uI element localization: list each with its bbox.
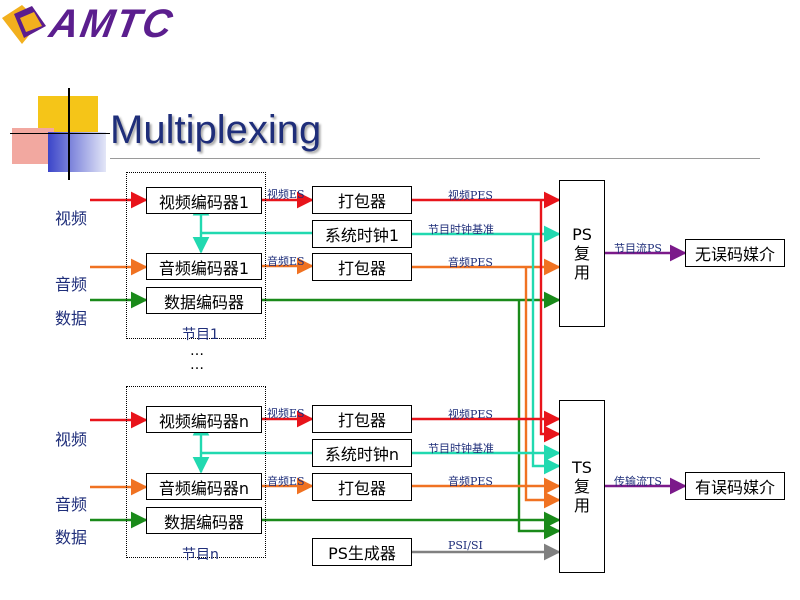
audio-encoder-n: 音频编码器n	[146, 473, 262, 500]
title-deco-pink	[12, 128, 54, 164]
audio-encoder-1: 音频编码器1	[146, 253, 262, 280]
bottom-data-label: 数据	[55, 528, 88, 547]
packer-video-1: 打包器	[312, 186, 412, 214]
bottom-audio-es-label: 音频ES	[267, 475, 305, 488]
top-video-label: 视频	[55, 209, 88, 228]
top-clock-to-ts	[531, 234, 561, 475]
packer-video-n: 打包器	[312, 405, 412, 433]
bottom-video-pes-label: 视频PES	[448, 408, 493, 421]
error-prone-media-box: 有误码媒介	[685, 472, 785, 500]
system-clock-1: 系统时钟1	[312, 220, 412, 248]
title-deco-hline	[10, 133, 110, 134]
ts-mux-line-1: TS	[572, 458, 592, 477]
data-encoder-1: 数据编码器	[146, 287, 262, 314]
bottom-audio-label: 音频	[55, 495, 88, 514]
packer-audio-n: 打包器	[312, 473, 412, 501]
ps-output-label: 节目流PS	[614, 242, 662, 255]
top-audio-to-ts	[524, 267, 561, 509]
top-video-es-label: 视频ES	[267, 188, 305, 201]
ts-output-label: 传输流TS	[614, 475, 662, 488]
title-deco-vline	[68, 88, 70, 180]
title-divider	[110, 158, 760, 159]
ts-mux-line-3: 用	[573, 496, 590, 515]
error-free-media-box: 无误码媒介	[685, 239, 785, 267]
title-deco-blue	[48, 132, 106, 172]
ps-mux-line-3: 用	[573, 263, 590, 282]
video-encoder-n: 视频编码器n	[146, 406, 262, 433]
ellipsis-1: …	[190, 343, 204, 359]
program-group-1	[126, 172, 266, 339]
top-data-label: 数据	[55, 309, 88, 328]
video-encoder-1: 视频编码器1	[146, 187, 262, 214]
top-video-pes-label: 视频PES	[448, 189, 493, 202]
program-1-label: 节目1	[182, 327, 219, 343]
ts-mux-line-2: 复	[573, 477, 590, 496]
top-data-to-ts	[517, 300, 561, 540]
top-video-to-ts	[539, 200, 561, 443]
program-n-label: 节目n	[182, 547, 219, 563]
ts-mux: TS 复 用	[559, 400, 605, 573]
ps-generator: PS生成器	[312, 538, 412, 566]
ps-mux-line-2: 复	[573, 244, 590, 263]
bottom-audio-pes-label: 音频PES	[448, 475, 493, 488]
ps-mux: PS 复 用	[559, 180, 605, 327]
psi-label: PSI/SI	[448, 539, 483, 552]
ellipsis-2: …	[190, 357, 204, 373]
program-group-n	[126, 386, 266, 558]
top-audio-pes-label: 音频PES	[448, 256, 493, 269]
bottom-video-label: 视频	[55, 430, 88, 449]
top-audio-label: 音频	[55, 275, 88, 294]
ps-mux-line-1: PS	[572, 225, 592, 244]
system-clock-n: 系统时钟n	[312, 439, 412, 467]
amtc-logo-icon	[2, 5, 46, 44]
packer-audio-1: 打包器	[312, 253, 412, 281]
page-title: Multiplexing	[110, 108, 322, 152]
bottom-clock-ref-label: 节目时钟基准	[428, 442, 494, 455]
bottom-video-es-label: 视频ES	[267, 407, 305, 420]
top-audio-es-label: 音频ES	[267, 255, 305, 268]
top-clock-ref-label: 节目时钟基准	[428, 223, 494, 236]
data-encoder-n: 数据编码器	[146, 507, 262, 534]
